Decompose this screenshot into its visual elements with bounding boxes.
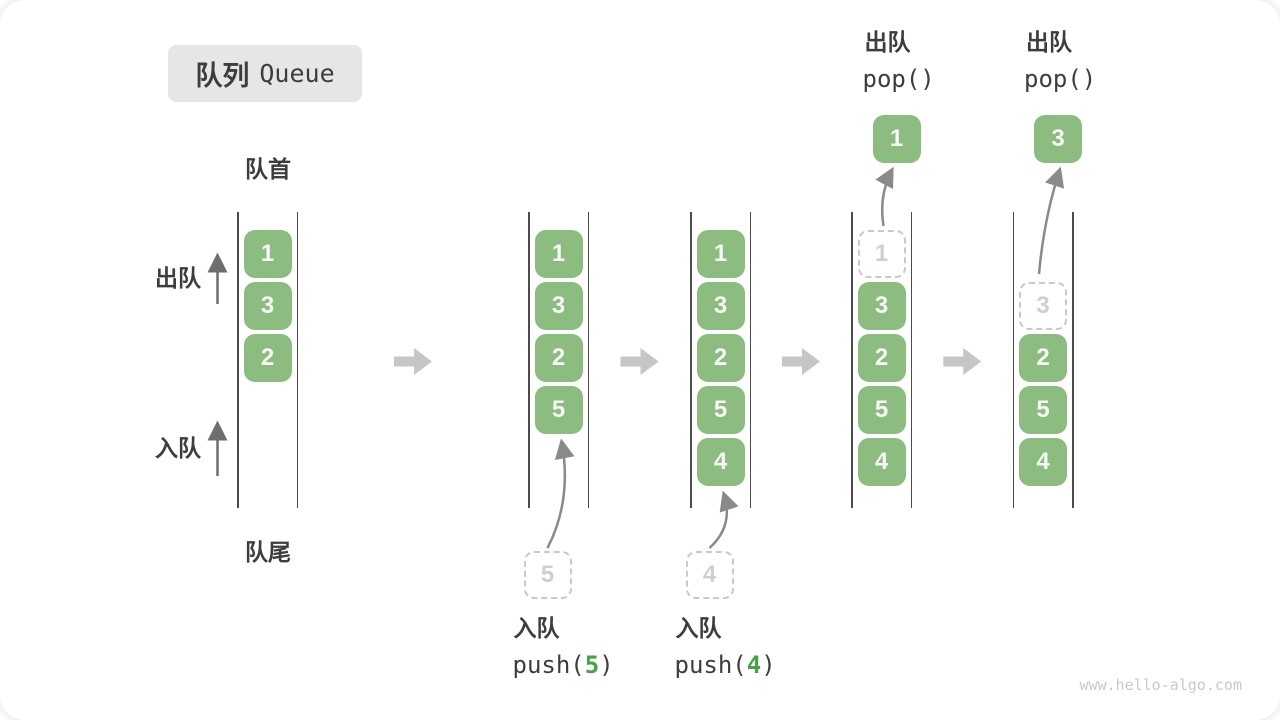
queue-wall-left: [851, 212, 853, 508]
queue-item: 2: [534, 334, 583, 382]
queue-item: 1: [534, 230, 583, 278]
queue-item: 3: [534, 282, 583, 330]
title-en: Queue: [259, 59, 335, 88]
dequeue-op-code: pop(): [1024, 65, 1097, 93]
queue-item: 3: [243, 282, 292, 330]
dequeue-op-label: 出队: [864, 29, 911, 55]
queue-item: 1: [696, 230, 745, 278]
queue-wall-right: [296, 212, 298, 508]
queue-wall-left: [528, 212, 530, 508]
queue-wall-right: [587, 212, 589, 508]
enqueue-arg: 4: [746, 651, 762, 679]
ghost-item: 4: [685, 551, 734, 599]
watermark: www.hello-algo.com: [1079, 676, 1242, 694]
dequeue-op-label: 出队: [1026, 29, 1072, 55]
enqueue-op-label: 入队: [513, 615, 560, 641]
transition-arrow-icon: [620, 348, 659, 375]
queue-item: 3: [857, 282, 906, 330]
queue-item: 4: [696, 438, 745, 486]
transition-arrow-icon: [943, 348, 982, 375]
label-dequeue-side: 出队: [155, 265, 201, 291]
queue-item: 2: [857, 334, 906, 382]
queue-wall-right: [910, 212, 912, 508]
enqueue-op-label: 入队: [675, 615, 722, 641]
enqueue-op-code: push(4): [674, 651, 776, 679]
queue-wall-right: [749, 212, 751, 508]
queue-item: 1: [243, 230, 292, 278]
ghost-item: 3: [1019, 282, 1067, 330]
queue-item: 2: [696, 334, 745, 382]
label-queue-front: 队首: [245, 156, 291, 182]
label-enqueue-side: 入队: [155, 435, 201, 461]
transition-arrow-icon: [394, 348, 432, 375]
queue-item: 2: [243, 334, 292, 382]
queue-wall-left: [237, 212, 239, 508]
queue-wall-left: [690, 212, 692, 508]
title-badge: 队列 Queue: [168, 45, 362, 102]
title-zh: 队列: [195, 61, 250, 91]
dequeue-op-code: pop(): [862, 65, 935, 93]
enqueue-arg: 5: [584, 651, 600, 679]
ghost-item: 5: [523, 551, 572, 599]
ghost-item: 1: [857, 230, 906, 278]
queue-item: 4: [857, 438, 906, 486]
popped-item: 1: [872, 115, 921, 163]
queue-item: 5: [696, 386, 745, 434]
queue-wall-left: [1012, 212, 1014, 508]
queue-item: 5: [534, 386, 583, 434]
label-queue-rear: 队尾: [245, 539, 291, 565]
queue-item: 2: [1019, 334, 1067, 382]
queue-wall-right: [1072, 212, 1074, 508]
enqueue-arrow: [708, 490, 739, 549]
enqueue-op-code: push(5): [512, 651, 614, 679]
dequeue-arrow: [875, 166, 894, 227]
dequeue-arrow: [1037, 166, 1065, 275]
queue-item: 4: [1019, 438, 1067, 486]
queue-item: 5: [857, 386, 906, 434]
transition-arrow-icon: [782, 348, 820, 375]
queue-item: 5: [1019, 386, 1067, 434]
popped-item: 3: [1034, 115, 1082, 163]
queue-item: 3: [696, 282, 745, 330]
enqueue-arrow: [546, 438, 575, 549]
